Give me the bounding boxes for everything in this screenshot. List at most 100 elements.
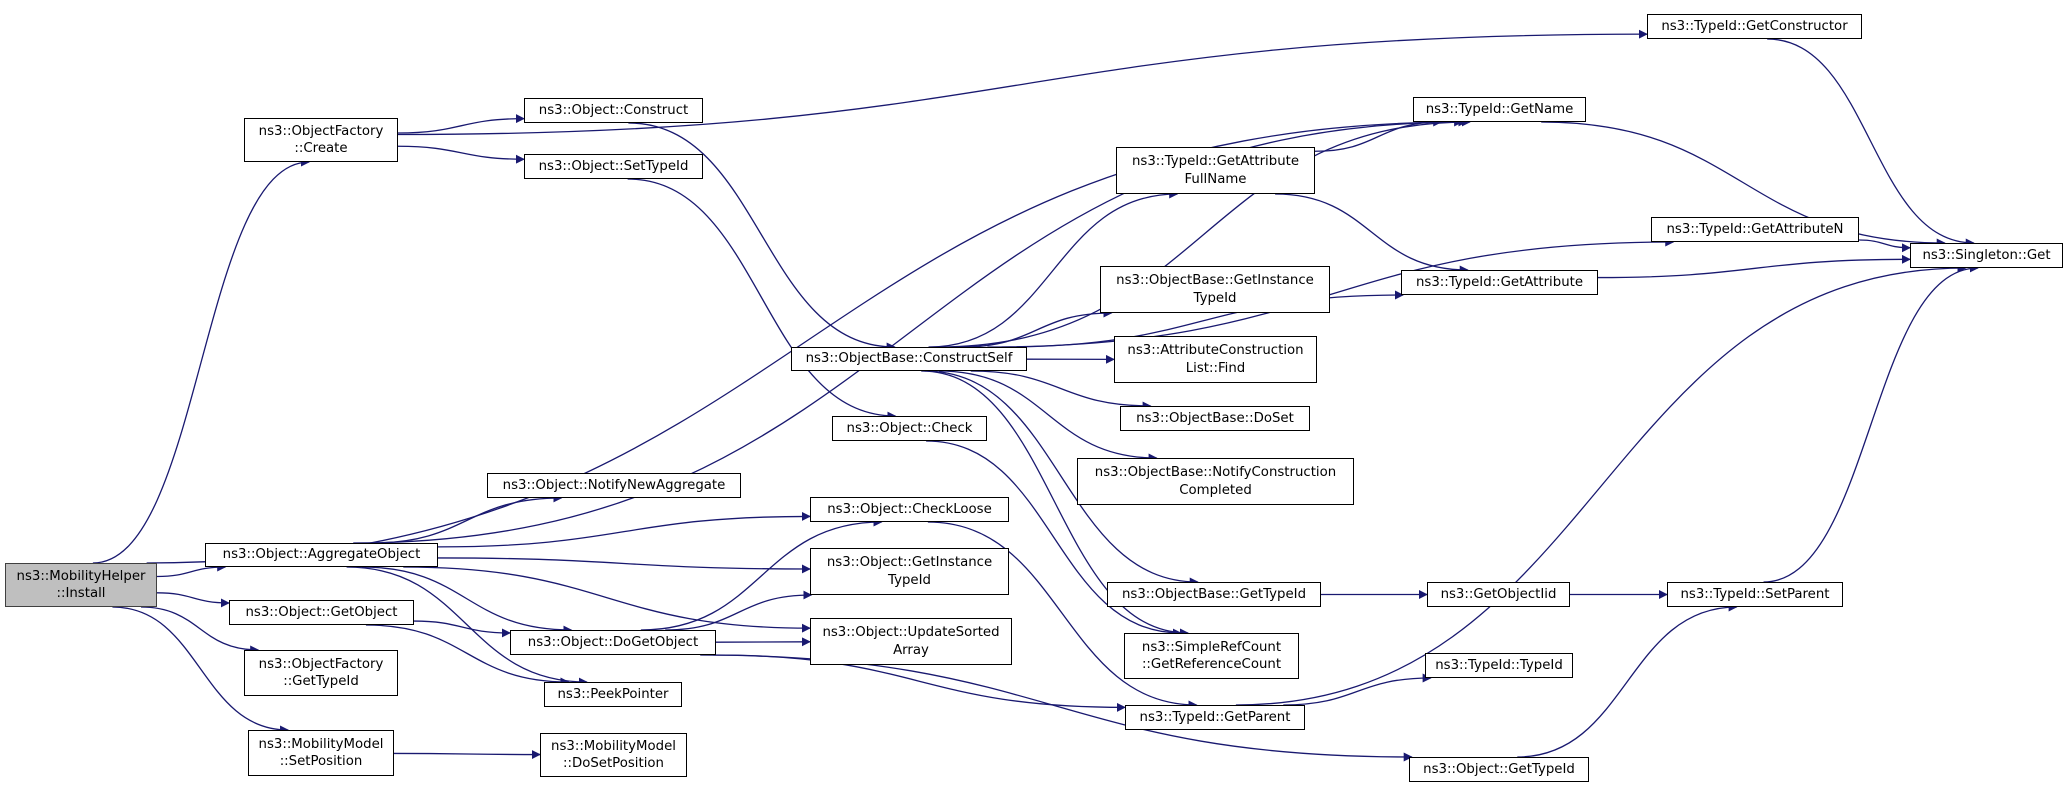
edge-mobility_install-to-object_aggregate xyxy=(156,562,227,578)
node-object-aggregate-object[interactable]: ns3::Object::AggregateObject xyxy=(205,543,438,567)
node-mobility-helper-install[interactable]: ns3::MobilityHelper::Install xyxy=(5,563,157,607)
node-label-line: ns3::TypeId::TypeId xyxy=(1435,657,1563,673)
edge-object_aggregate-to-object_getinstancetid xyxy=(437,557,811,574)
node-type-id-type-id[interactable]: ns3::TypeId::TypeId xyxy=(1425,653,1573,678)
node-label-line: ns3::ObjectBase::GetTypeId xyxy=(1121,586,1307,602)
edge-objfactory_create-to-typeid_getconstructor xyxy=(397,29,1648,136)
node-label-line: ns3::AttributeConstruction xyxy=(1127,343,1304,358)
edge-objbase_constructself-to-typeid_getattribute xyxy=(1001,290,1404,348)
node-label-line: ns3::MobilityHelper xyxy=(16,568,146,584)
node-label-line: ns3::ObjectFactory xyxy=(258,123,384,139)
node-label-line: ns3::TypeId::GetConstructor xyxy=(1661,18,1848,34)
node-label-line: ::Create xyxy=(294,141,348,156)
edge-typeid_getattrfullname-to-typeid_getattribute xyxy=(1275,193,1469,275)
edge-typeid_getattributen-to-singleton_get xyxy=(1858,239,1911,253)
node-label-line: ::Install xyxy=(56,586,106,601)
edge-typeid_getconstructor-to-singleton_get xyxy=(1767,38,1975,248)
node-simple-ref-count-get-reference-count[interactable]: ns3::SimpleRefCount::GetReferenceCount xyxy=(1124,633,1299,679)
edge-mobmodel_setposition-to-mobmodel_dosetposition xyxy=(393,750,541,760)
node-object-base-construct-self[interactable]: ns3::ObjectBase::ConstructSelf xyxy=(791,347,1027,371)
edge-object_construct-to-objbase_constructself xyxy=(628,122,896,352)
node-label-line: TypeId xyxy=(888,572,931,588)
edge-object_aggregate-to-object_checkloose xyxy=(437,511,811,548)
edge-objfactory_create-to-object_settypeid xyxy=(397,145,525,164)
edge-objbase_constructself-to-objbase_notifyconstr xyxy=(939,370,1158,463)
node-label-line: ns3::ObjectBase::GetInstance xyxy=(1116,273,1314,288)
edge-typeid_getparent-to-typeid_typeid xyxy=(1283,673,1432,706)
node-type-id-get-constructor[interactable]: ns3::TypeId::GetConstructor xyxy=(1647,14,1862,39)
node-type-id-get-parent[interactable]: ns3::TypeId::GetParent xyxy=(1125,705,1305,730)
node-label-line: ns3::Object::AggregateObject xyxy=(222,547,421,563)
node-label-line: ns3::Object::Construct xyxy=(538,102,689,118)
edge-objfactory_create-to-object_construct xyxy=(397,114,525,134)
edge-objbase_constructself-to-simplerefcount xyxy=(921,370,1189,638)
edge-object_dogetobject-to-object_getinstancetid xyxy=(665,590,813,631)
node-object-check[interactable]: ns3::Object::Check xyxy=(832,416,987,441)
node-object-do-get-object[interactable]: ns3::Object::DoGetObject xyxy=(510,630,716,655)
node-peek-pointer[interactable]: ns3::PeekPointer xyxy=(544,682,682,707)
node-mobility-model-set-position[interactable]: ns3::MobilityModel::SetPosition xyxy=(248,730,394,776)
edge-mobility_install-to-mobmodel_setposition xyxy=(112,606,290,735)
node-label-line: ns3::Object::Check xyxy=(846,420,973,436)
edge-object_aggregate-to-object_updatesorted xyxy=(403,566,811,633)
node-object-set-type-id[interactable]: ns3::Object::SetTypeId xyxy=(524,154,703,179)
edge-object_aggregate-to-peekpointer xyxy=(346,566,588,687)
node-mobility-model-do-set-position[interactable]: ns3::MobilityModel::DoSetPosition xyxy=(540,733,687,777)
node-label-line: ns3::Object::GetTypeId xyxy=(1423,761,1575,777)
node-object-get-object[interactable]: ns3::Object::GetObject xyxy=(229,600,414,625)
edge-object_checkloose-to-typeid_getparent xyxy=(927,521,1198,710)
edge-typeid_getattribute-to-singleton_get xyxy=(1597,254,1911,279)
node-label-line: List::Find xyxy=(1185,360,1246,376)
node-label-line: ns3::Object::SetTypeId xyxy=(538,158,689,174)
node-type-id-get-attribute-n[interactable]: ns3::TypeId::GetAttributeN xyxy=(1651,217,1859,242)
edge-objbase_constructself-to-typeid_getattrfullname xyxy=(928,189,1179,348)
node-object-notify-new-aggregate[interactable]: ns3::Object::NotifyNewAggregate xyxy=(487,473,741,498)
node-label-line: ns3::Object::DoGetObject xyxy=(527,634,699,650)
node-type-id-get-attribute[interactable]: ns3::TypeId::GetAttribute xyxy=(1401,270,1598,295)
node-label-line: TypeId xyxy=(1193,290,1237,306)
edge-objbase_constructself-to-objbase_getinstancetid xyxy=(961,308,1113,348)
node-object-check-loose[interactable]: ns3::Object::CheckLoose xyxy=(810,497,1009,522)
node-label-line: FullName xyxy=(1184,171,1247,187)
node-label-line: ns3::TypeId::GetAttribute xyxy=(1415,274,1584,290)
node-label-line: ns3::Singleton::Get xyxy=(1922,247,2051,263)
node-label-line: ns3::PeekPointer xyxy=(557,686,669,702)
node-label-line: ns3::ObjectBase::ConstructSelf xyxy=(805,351,1013,367)
node-object-base-do-set[interactable]: ns3::ObjectBase::DoSet xyxy=(1120,406,1310,431)
node-object-base-get-type-id[interactable]: ns3::ObjectBase::GetTypeId xyxy=(1107,582,1321,607)
node-object-construct[interactable]: ns3::Object::Construct xyxy=(524,98,703,123)
node-label-line: ::DoSetPosition xyxy=(563,756,664,771)
node-label-line: ns3::ObjectFactory xyxy=(258,656,384,672)
edge-mobility_install-to-objfactory_create xyxy=(92,157,311,564)
node-get-object-iid[interactable]: ns3::GetObjectIid xyxy=(1427,582,1570,607)
node-label-line: ns3::MobilityModel xyxy=(551,738,676,754)
edge-object_getobject-to-peekpointer xyxy=(365,624,570,687)
node-label-line: ns3::TypeId::GetAttributeN xyxy=(1666,221,1844,237)
edge-typeid_getname-to-singleton_get xyxy=(1541,121,1946,248)
node-label-line: ns3::Object::CheckLoose xyxy=(827,501,992,517)
edge-object_dogetobject-to-object_checkloose xyxy=(640,517,883,631)
edge-object_dogetobject-to-object_gettypeid xyxy=(700,654,1413,762)
node-type-id-get-name[interactable]: ns3::TypeId::GetName xyxy=(1413,97,1586,122)
node-object-factory-get-type-id[interactable]: ns3::ObjectFactory::GetTypeId xyxy=(244,650,398,696)
node-label-line: ::SetPosition xyxy=(279,754,363,769)
edge-object_gettypeid-to-typeid_setparent xyxy=(1517,602,1738,758)
node-label-line: ::GetReferenceCount xyxy=(1141,657,1282,672)
node-object-get-type-id[interactable]: ns3::Object::GetTypeId xyxy=(1409,757,1589,782)
edge-objbase_constructself-to-objbase_gettypeid xyxy=(924,370,1199,587)
node-label-line: ns3::TypeId::GetAttribute xyxy=(1131,154,1300,169)
node-object-factory-create[interactable]: ns3::ObjectFactory::Create xyxy=(244,118,398,162)
node-label-line: ns3::TypeId::GetName xyxy=(1425,101,1574,117)
edge-object_settypeid-to-object_check xyxy=(627,178,897,421)
node-singleton-get[interactable]: ns3::Singleton::Get xyxy=(1910,243,2063,268)
node-label-line: ns3::Object::NotifyNewAggregate xyxy=(502,477,726,493)
node-type-id-set-parent[interactable]: ns3::TypeId::SetParent xyxy=(1667,582,1843,607)
